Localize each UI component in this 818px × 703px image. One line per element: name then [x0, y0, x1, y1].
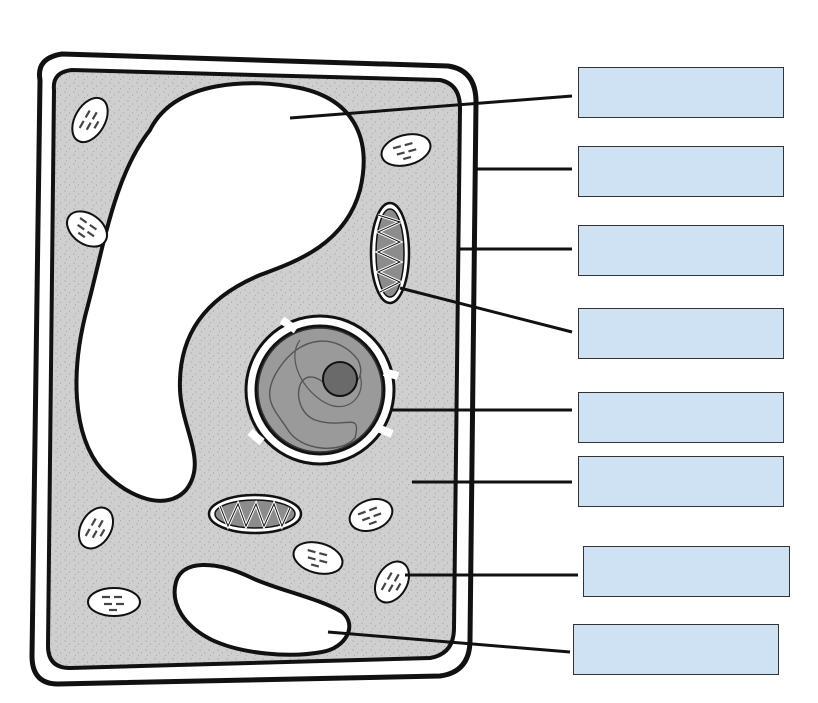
label-box-chloroplast[interactable]	[583, 546, 790, 597]
chloroplast	[71, 96, 109, 144]
chloroplast	[373, 560, 411, 604]
leader-lines	[289, 94, 578, 654]
chloroplast	[348, 498, 394, 532]
nucleus-shape	[244, 314, 400, 466]
leader-line-small-vacuole	[327, 630, 571, 654]
label-box-mitochondrion[interactable]	[578, 308, 784, 359]
label-box-nucleus[interactable]	[578, 392, 784, 443]
chloroplast	[380, 133, 432, 167]
label-box-small-vacuole[interactable]	[573, 624, 779, 675]
mitochondrion-vertical	[369, 201, 411, 305]
label-box-cell-membrane[interactable]	[578, 225, 784, 276]
chloroplast	[87, 587, 141, 617]
chloroplast	[77, 506, 115, 550]
small-vacuole-shape	[172, 563, 352, 657]
leader-line-mitochondrion	[399, 286, 573, 334]
label-box-large-vacuole[interactable]	[578, 67, 784, 118]
large-vacuole-shape	[74, 81, 366, 503]
label-box-cell-wall[interactable]	[578, 146, 784, 197]
label-box-cytoplasm[interactable]	[578, 456, 784, 507]
chloroplasts	[66, 96, 432, 617]
nucleolus	[322, 361, 358, 397]
leader-line-large-vacuole	[289, 94, 573, 120]
chloroplast	[292, 541, 344, 575]
mitochondrion-horizontal	[207, 493, 303, 535]
